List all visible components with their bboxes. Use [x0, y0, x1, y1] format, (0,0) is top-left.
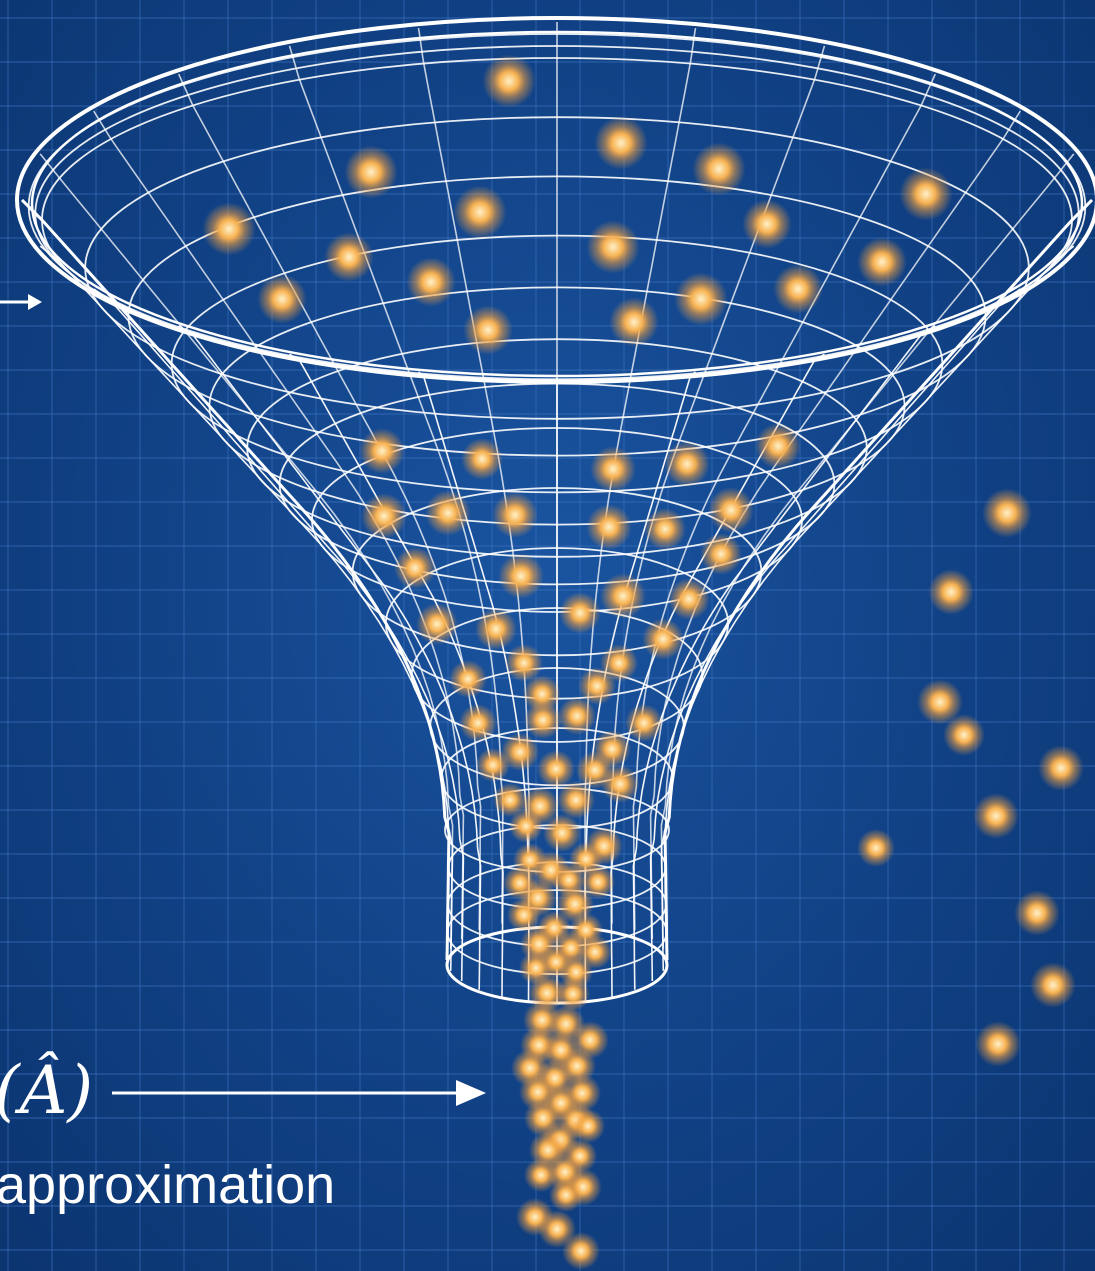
particle	[558, 697, 596, 735]
funnel-meridian	[93, 110, 465, 940]
funnel-silhouette-right	[663, 198, 1094, 961]
particle	[708, 487, 754, 533]
funnel-meridian	[660, 153, 1075, 950]
particle	[425, 490, 471, 536]
formula-arrow-icon	[112, 1080, 486, 1106]
particle	[501, 733, 539, 771]
funnel-meridian	[649, 110, 1021, 940]
particle	[1038, 745, 1084, 791]
particle	[600, 573, 646, 619]
particle	[625, 704, 663, 742]
particle-field	[202, 54, 1084, 1270]
particle	[700, 533, 742, 575]
particle	[668, 578, 710, 620]
particle	[506, 897, 542, 933]
funnel-silhouette-left	[20, 198, 451, 961]
left-arrow-icon	[0, 294, 42, 310]
particle	[857, 237, 907, 287]
particle	[586, 504, 632, 550]
particle	[482, 54, 536, 108]
funnel-meridian	[93, 288, 465, 982]
particle	[917, 679, 963, 725]
particle	[590, 446, 636, 492]
particle	[857, 829, 895, 867]
particle	[463, 305, 513, 355]
particle	[508, 808, 544, 844]
particle	[755, 423, 801, 469]
particle	[543, 814, 581, 852]
funnel-meridian	[649, 288, 1021, 982]
particle	[361, 493, 407, 539]
particle	[359, 428, 405, 474]
particle	[449, 660, 487, 698]
caption-label: approximation	[0, 1155, 336, 1215]
particle	[453, 185, 507, 239]
particle	[537, 750, 575, 788]
particle	[492, 782, 528, 818]
particle	[324, 232, 374, 282]
particle	[594, 116, 648, 170]
particle	[523, 1157, 559, 1193]
particle	[538, 1210, 576, 1248]
particle	[557, 781, 595, 819]
funnel-meridian	[632, 73, 937, 931]
particle	[982, 488, 1032, 538]
particle	[644, 508, 686, 550]
particle	[928, 569, 974, 615]
particle	[609, 297, 659, 347]
particle	[943, 714, 985, 756]
particle	[578, 667, 616, 705]
particle	[416, 603, 458, 645]
particle	[1014, 890, 1060, 936]
particle	[1030, 962, 1076, 1008]
particle	[524, 701, 562, 739]
arrows	[0, 294, 486, 1106]
particle	[975, 1021, 1021, 1067]
funnel-meridian	[632, 325, 936, 990]
particle	[475, 747, 511, 783]
particle	[674, 272, 728, 326]
particle	[664, 441, 710, 487]
particle	[406, 257, 456, 307]
particle	[586, 220, 640, 274]
funnel-meridian	[178, 325, 482, 990]
formula-label: (Â)	[0, 1052, 94, 1129]
particle	[394, 547, 436, 589]
particle	[475, 608, 517, 650]
particle	[642, 618, 684, 660]
particle	[461, 438, 503, 480]
particle	[492, 492, 538, 538]
particle	[257, 274, 307, 324]
funnel-meridian	[660, 245, 1075, 971]
particle	[344, 145, 398, 199]
particle	[601, 765, 639, 803]
particle	[459, 704, 497, 742]
particle	[562, 1232, 600, 1270]
particle	[202, 202, 256, 256]
particle	[505, 644, 543, 682]
particle	[559, 592, 601, 634]
funnel-meridian	[39, 153, 454, 950]
particle	[580, 864, 616, 900]
particle	[973, 793, 1019, 839]
particle	[773, 264, 823, 314]
particle	[899, 167, 953, 221]
funnel-meridian	[21, 199, 450, 961]
funnel-meridian	[289, 353, 504, 997]
funnel-meridian	[39, 245, 454, 971]
particle	[742, 199, 792, 249]
particle	[570, 1108, 606, 1144]
particle	[498, 553, 544, 599]
particle	[555, 976, 591, 1012]
particle	[548, 1177, 584, 1213]
particle	[692, 142, 746, 196]
